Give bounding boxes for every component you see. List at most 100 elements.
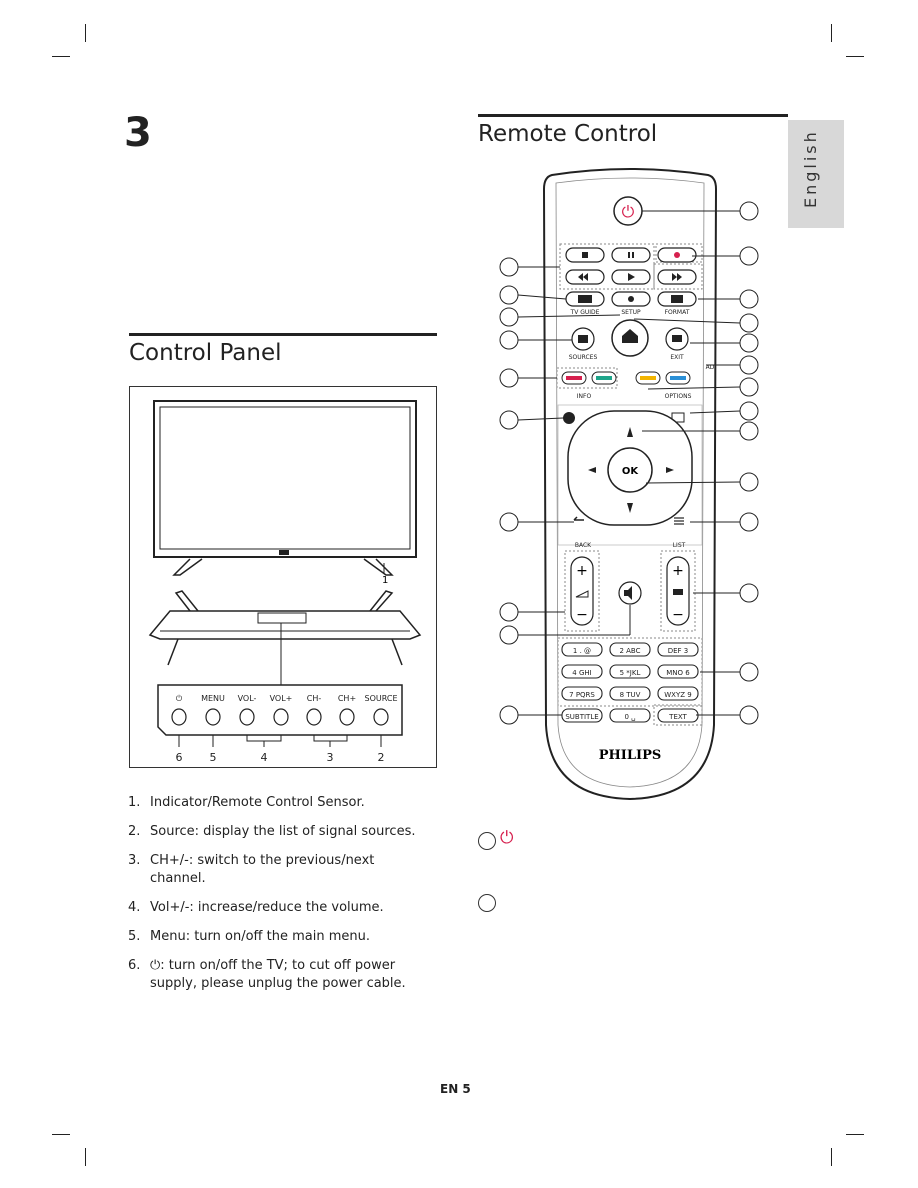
volume-icon bbox=[575, 590, 589, 598]
left-arrow-icon bbox=[588, 467, 596, 473]
red-button[interactable] bbox=[566, 376, 582, 380]
panel-label-ch-plus: CH+ bbox=[338, 694, 356, 703]
tv-guide-label: TV GUIDE bbox=[570, 309, 600, 316]
language-label: English bbox=[801, 129, 820, 208]
channel-icon bbox=[673, 589, 683, 595]
pause-button[interactable] bbox=[611, 247, 651, 263]
key-4[interactable] bbox=[561, 664, 603, 679]
language-tab: English bbox=[788, 120, 844, 228]
list-item: 3.CH+/-: switch to the previous/next cha… bbox=[128, 853, 375, 886]
mute-icon bbox=[624, 586, 632, 600]
record-icon bbox=[674, 252, 680, 258]
volume-rocker[interactable] bbox=[570, 556, 594, 626]
panel-number-2: 2 bbox=[378, 751, 385, 764]
info-button[interactable] bbox=[563, 412, 575, 424]
key-5-label: 5 *JKL bbox=[620, 669, 641, 677]
panel-number-5: 5 bbox=[210, 751, 217, 764]
ok-button[interactable] bbox=[607, 447, 653, 493]
fast-forward-icon bbox=[672, 273, 682, 281]
crop-mark bbox=[85, 24, 86, 42]
remote-illustration: ⏻ TV GUIDE SETUP FORMAT SOURCES EXIT AD bbox=[499, 168, 759, 801]
svg-text:+: + bbox=[576, 563, 588, 579]
svg-text:−: − bbox=[672, 607, 684, 623]
crop-mark bbox=[52, 56, 70, 57]
list-item: 4.Vol+/-: increase/reduce the volume. bbox=[128, 900, 384, 915]
home-icon bbox=[622, 329, 638, 343]
key-0-label: 0 ␣ bbox=[624, 713, 635, 721]
key-4-label: 4 GHI bbox=[572, 669, 591, 677]
exit-label: EXIT bbox=[670, 354, 684, 361]
crop-mark bbox=[52, 1134, 70, 1135]
panel-number-6: 6 bbox=[176, 751, 183, 764]
key-5[interactable] bbox=[609, 664, 651, 679]
back-icon bbox=[573, 516, 584, 521]
key-8[interactable] bbox=[609, 686, 651, 701]
tv-callout-label: 1 bbox=[382, 575, 388, 586]
green-button[interactable] bbox=[596, 376, 612, 380]
key-1-label: 1 . @ bbox=[573, 647, 591, 655]
control-panel-figure: 1 ⏻ MENU VOL- VOL+ CH- CH+ SOURCE bbox=[129, 386, 437, 768]
key-1[interactable] bbox=[561, 642, 603, 657]
panel-label-vol-minus: VOL- bbox=[238, 694, 257, 703]
svg-text:+: + bbox=[672, 563, 684, 579]
options-icon bbox=[671, 412, 685, 423]
crop-mark bbox=[846, 1134, 864, 1135]
rewind-icon bbox=[578, 273, 588, 281]
crop-mark bbox=[831, 1148, 832, 1166]
control-panel-descriptions: 1.Indicator/Remote Control Sensor. 2.Sou… bbox=[128, 794, 428, 1004]
power-icon: ⏻ bbox=[500, 828, 514, 848]
down-arrow-icon bbox=[627, 503, 633, 513]
legend-circle bbox=[478, 894, 496, 912]
panel-label-ch-minus: CH- bbox=[307, 694, 322, 703]
section-rule bbox=[478, 114, 788, 117]
panel-label-source: SOURCE bbox=[364, 694, 397, 703]
panel-number-3: 3 bbox=[327, 751, 334, 764]
key-2[interactable] bbox=[609, 642, 651, 657]
power-icon: ⏻ bbox=[622, 202, 635, 221]
brand-logo: PHILIPS bbox=[599, 748, 662, 763]
key-7[interactable] bbox=[561, 686, 603, 701]
list-label: LIST bbox=[673, 542, 686, 549]
list-item: 1.Indicator/Remote Control Sensor. bbox=[128, 795, 365, 810]
crop-mark bbox=[85, 1148, 86, 1166]
key-8-label: 8 TUV bbox=[620, 691, 641, 699]
ad-label: AD bbox=[706, 364, 715, 371]
svg-text:−: − bbox=[576, 607, 588, 623]
key-0[interactable] bbox=[609, 708, 651, 723]
remote-control-heading: Remote Control bbox=[478, 121, 658, 147]
tv-illustration: 1 ⏻ MENU VOL- VOL+ CH- CH+ SOURCE bbox=[148, 400, 422, 764]
ok-label: OK bbox=[622, 466, 640, 477]
key-6-label: MNO 6 bbox=[666, 669, 690, 677]
key-6[interactable] bbox=[657, 664, 699, 679]
key-9-label: WXYZ 9 bbox=[664, 691, 691, 699]
list-item: 6.⏻: turn on/off the TV; to cut off powe… bbox=[128, 958, 406, 991]
key-3[interactable] bbox=[657, 642, 699, 657]
play-icon bbox=[628, 273, 635, 281]
control-panel-heading: Control Panel bbox=[129, 340, 282, 366]
yellow-button[interactable] bbox=[640, 376, 656, 380]
key-3-label: DEF 3 bbox=[668, 647, 689, 655]
subtitle-label: SUBTITLE bbox=[565, 713, 598, 721]
key-2-label: 2 ABC bbox=[619, 647, 640, 655]
setup-label: SETUP bbox=[621, 309, 641, 316]
format-label: FORMAT bbox=[665, 309, 690, 316]
page-footer: EN 5 bbox=[440, 1082, 471, 1096]
right-arrow-icon bbox=[666, 467, 674, 473]
sources-label: SOURCES bbox=[569, 354, 598, 361]
section-rule bbox=[129, 333, 437, 336]
panel-label-power: ⏻ bbox=[176, 694, 183, 703]
panel-label-vol-plus: VOL+ bbox=[270, 694, 293, 703]
back-label: BACK bbox=[575, 542, 592, 549]
legend-circle bbox=[478, 832, 496, 850]
gear-icon bbox=[628, 296, 634, 302]
info-label: INFO bbox=[577, 393, 592, 400]
up-arrow-icon bbox=[627, 427, 633, 437]
sources-icon bbox=[578, 335, 588, 343]
tv-guide-icon bbox=[578, 295, 592, 303]
blue-button[interactable] bbox=[670, 376, 686, 380]
list-item: 5.Menu: turn on/off the main menu. bbox=[128, 929, 370, 944]
key-9[interactable] bbox=[657, 686, 699, 701]
crop-mark bbox=[831, 24, 832, 42]
options-label: OPTIONS bbox=[665, 393, 692, 400]
list-item: 2.Source: display the list of signal sou… bbox=[128, 824, 416, 839]
